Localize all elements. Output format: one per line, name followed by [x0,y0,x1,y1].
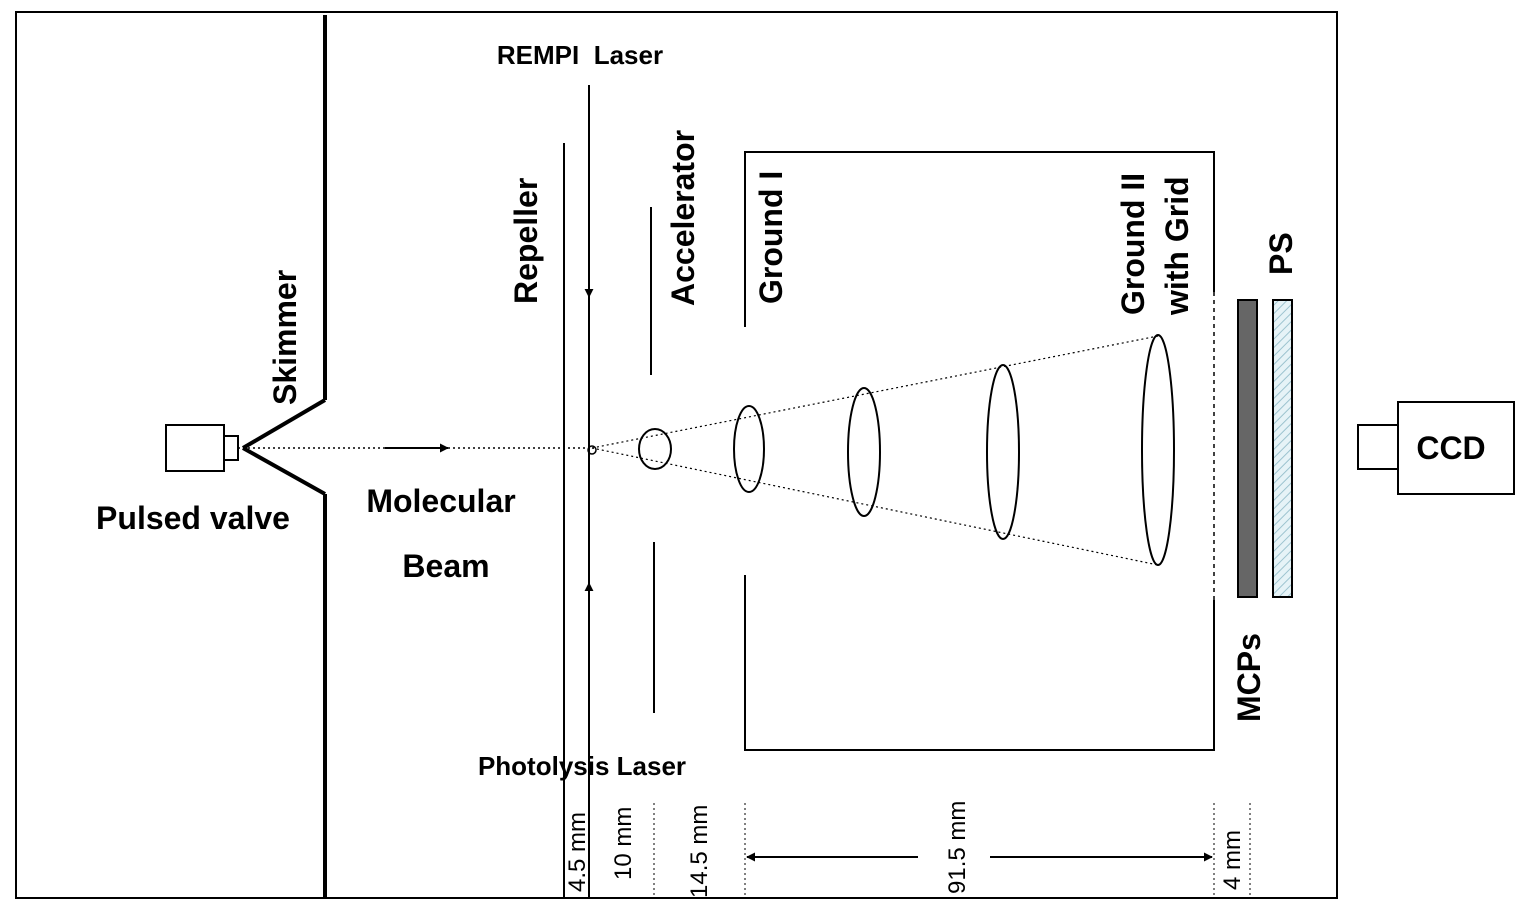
mcp-detector [1237,299,1258,598]
photolysis-laser-label: Photolysis Laser [478,751,686,781]
ground1-label: Ground I [753,171,789,304]
pulsed-valve-icon [165,424,239,472]
ground2-label-line2: with Grid [1159,176,1195,316]
ccd-camera-icon [1357,401,1515,495]
accelerator-label: Accelerator [665,130,701,306]
chamber-outline [15,11,1338,899]
mcps-label: MCPs [1231,633,1267,722]
ion-cloud-cone [587,334,1175,566]
rempi-laser-label: REMPI Laser [497,40,663,70]
dimension-4-5mm: 4.5 mm [564,812,591,892]
skimmer [241,15,327,898]
accelerator-plate [650,207,655,713]
dimension-4mm: 4 mm [1219,830,1246,890]
ground-electrodes [744,151,1215,751]
beam-label: Beam [402,548,489,584]
ground2-label-line1: Ground II [1115,173,1151,315]
molecular-label: Molecular [366,483,515,519]
dimension-14-5mm: 14.5 mm [686,805,713,898]
ps-label: PS [1263,232,1299,275]
repeller-label: Repeller [508,178,544,304]
dimension-guides [563,803,1251,895]
skimmer-label: Skimmer [267,270,303,405]
ccd-label: CCD [1416,430,1485,466]
dimension-10mm: 10 mm [610,807,637,880]
phosphor-screen [1272,299,1293,598]
pulsed-valve-label: Pulsed valve [96,500,290,536]
dimension-91-5mm: 91.5 mm [944,801,971,894]
